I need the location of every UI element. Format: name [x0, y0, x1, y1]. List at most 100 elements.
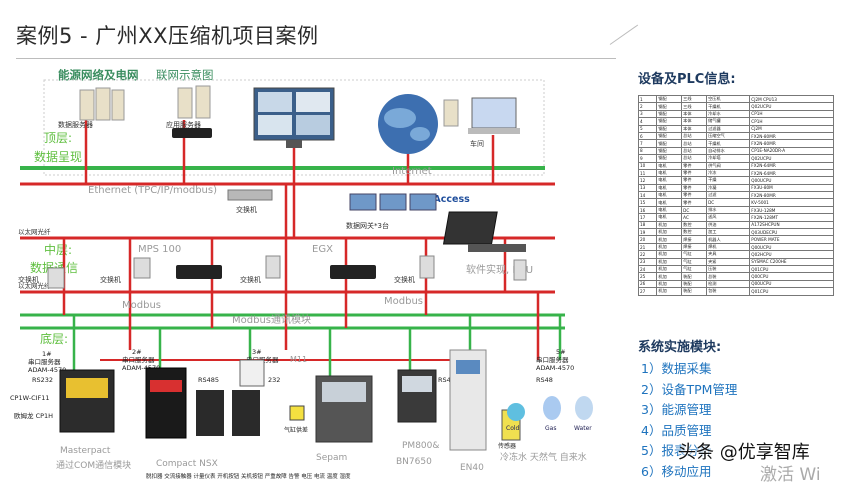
- plc-cell: 19: [637, 228, 658, 237]
- gateway-box-2: [330, 265, 376, 279]
- module-item: 1）数据采集: [641, 361, 712, 376]
- plc-cell: CJ2M: [749, 124, 834, 133]
- laptop-mid-icon: [442, 211, 526, 252]
- plc-cell: 气缸: [681, 257, 708, 267]
- plc-cell: CP1H: [749, 109, 834, 119]
- plc-cell: 15: [637, 198, 658, 207]
- plc-cell: 装配: [681, 287, 708, 296]
- plc-cell: 装配: [681, 279, 708, 289]
- plc-cell: 8: [637, 146, 658, 156]
- gateway-box-1: [176, 265, 222, 279]
- serial-1-label: 1#: [42, 350, 52, 358]
- plc-cell: 焊接: [681, 242, 708, 252]
- plc-cell: 机加: [656, 272, 683, 281]
- switch-icon-3: [133, 257, 151, 279]
- gas-utility-icon: Gas: [543, 396, 561, 432]
- plc-cell: A172SHCPUN: [749, 220, 834, 230]
- plc-cell: 4: [637, 117, 658, 126]
- modbus-label-2: Modbus通讯模块: [232, 314, 311, 326]
- router-icon: [172, 128, 212, 138]
- plc-cell: 总站: [681, 131, 708, 141]
- db-server-label: 数据服务器: [58, 120, 93, 129]
- svg-text:Gas: Gas: [545, 425, 556, 432]
- plc-cell: 装配: [681, 272, 708, 281]
- plc-cell: 三线: [681, 94, 708, 104]
- plc-cell: 机加: [656, 287, 683, 296]
- plc-cell: 9: [637, 154, 658, 163]
- switch-icon-2: [47, 267, 65, 289]
- webaccess-label: WebAccess: [410, 194, 470, 205]
- plc-cell: 22: [637, 250, 658, 259]
- gateway-label: 数据网关*3台: [346, 221, 389, 230]
- plc-cell: Q02UCPU: [749, 102, 834, 111]
- plc-cell: 干燥机: [706, 139, 751, 148]
- switch-icon-4: [265, 255, 281, 279]
- rs485-label: RS485: [198, 376, 219, 384]
- plc-cell: FX2N-80MR: [749, 191, 834, 200]
- plc-cell: 26: [637, 279, 658, 289]
- eth-switch-label-1: 以太网光纤: [18, 227, 51, 236]
- plc-cell: 钢配: [656, 117, 683, 126]
- plc-cell: Q02UCPU: [749, 154, 834, 163]
- switch-icon-5: [419, 255, 435, 279]
- cp1h-label: 欧姆龙 CP1H: [14, 411, 53, 420]
- plc-cell: 25: [637, 272, 658, 281]
- plc-cell: 11: [637, 168, 658, 178]
- module-item: 6）移动应用: [641, 463, 712, 479]
- modules-list: 1）数据采集 2）设备TPM管理 3）能源管理 4）品质管理 5）报表分析 6）…: [641, 358, 737, 481]
- pc-icon: [443, 99, 459, 127]
- plc-cell: 17: [637, 213, 658, 222]
- en40-label: EN40: [460, 463, 484, 473]
- plc-cell: FX2N-64MR: [749, 161, 834, 170]
- plc-cell: 冷却水: [706, 109, 751, 119]
- switch-label-5: 交换机: [394, 275, 415, 284]
- plc-cell: 三线: [681, 102, 708, 111]
- switch-label-3: 交换机: [100, 275, 121, 284]
- egx-label: EGX: [312, 244, 333, 255]
- gas-meter-icon: [289, 405, 305, 421]
- modules-title: 系统实施模块:: [638, 340, 722, 355]
- plc-cell: 供油: [706, 220, 751, 230]
- switch-icon-1: [227, 189, 273, 201]
- serial-1-model: ADAM-4570: [28, 366, 66, 374]
- title-divider: [16, 58, 616, 59]
- plc-cell: DC: [706, 198, 751, 207]
- gateway-icon: [349, 193, 437, 211]
- plc-cell: 总装: [706, 272, 751, 281]
- plc-cell: FX2N-80MR: [749, 139, 834, 148]
- bottom-row: 脱扣器 交流接触器 计量仪表 开机按钮 关机按钮 严重故障 告警 电压 电流 温…: [146, 472, 351, 480]
- plc-cell: Q00CPU: [749, 272, 834, 281]
- cpw-label: CP1W-CIF11: [10, 394, 50, 402]
- plc-cell: 包装: [706, 287, 751, 296]
- sensor-label: 传感器: [498, 442, 516, 450]
- plc-cell: 机加: [656, 242, 683, 252]
- plc-panel-title: 设备及PLC信息:: [638, 72, 736, 87]
- layer-top-sub: 数据呈现: [34, 149, 82, 164]
- water-utility-icon: Water: [574, 396, 593, 432]
- plc-cell: 电机: [656, 198, 683, 207]
- serial-2-model: ADAM-4570: [122, 364, 160, 372]
- plc-cell: 钢配: [656, 102, 683, 111]
- meter-label: M11: [290, 355, 307, 364]
- plc-cell: 电机: [656, 213, 683, 222]
- plc-cell: 电机: [656, 205, 683, 215]
- plc-cell: SYSMAC C200HE: [749, 257, 834, 267]
- compact-label: Compact NSX: [156, 459, 218, 469]
- watermark-secondary: 激活 Wi: [760, 465, 821, 485]
- plc-cell: 1: [637, 94, 658, 104]
- plc-cell: 钢配: [656, 94, 683, 104]
- plc-cell: 干燥机: [706, 102, 751, 111]
- plc-cell: 3: [637, 109, 658, 119]
- plc-cell: 机加: [656, 235, 683, 244]
- plc-cell: 冷凝: [706, 183, 751, 193]
